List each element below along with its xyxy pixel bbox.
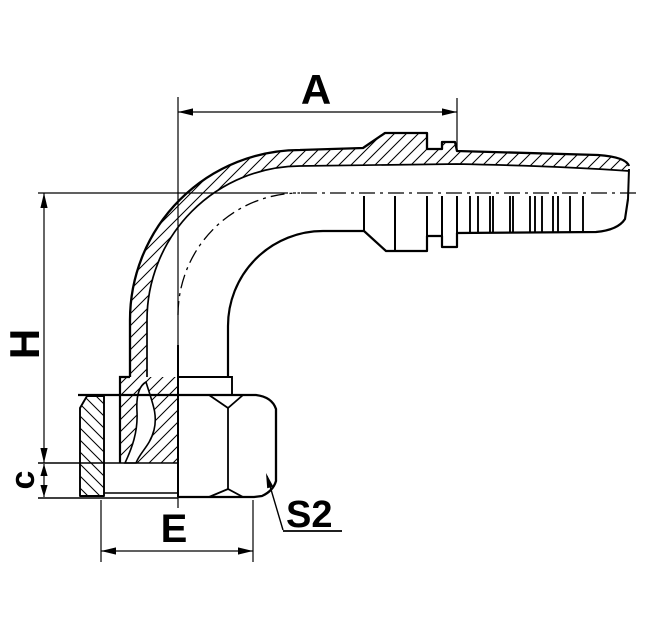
socket-edges [363,196,458,251]
arrowhead-right [238,547,253,555]
arrowhead-left [101,547,116,555]
bend-centerline-arc [177,192,301,316]
label-S2: S2 [266,473,342,536]
dimension-E: E [100,500,254,562]
arrowhead-bottom [40,485,48,497]
seat-band [38,462,178,499]
body-outer-profile [128,131,631,377]
leader-arrowhead [266,473,274,489]
hose-tail-end-face [627,168,630,200]
nut-hex-facets [208,394,244,498]
nut-section-hatch [79,395,105,497]
body-bore-top-line [146,163,630,377]
body-lower-profile [226,198,630,377]
dim-a-label: A [301,66,331,113]
body-section-hatch [130,133,629,377]
dim-e-label: E [161,507,188,551]
leg-outer-edge [118,375,130,463]
barb-ridges [469,196,584,233]
dim-h-label: H [1,329,48,359]
nut-outline [78,393,278,499]
arrowhead-top [40,464,48,476]
dimension-A: A [177,66,458,345]
hex-nut [78,376,278,499]
arrowhead-right [442,108,457,116]
arrowhead-top [40,193,48,208]
arrowhead-left [178,108,193,116]
centerlines [38,192,636,316]
dim-c-label: c [4,471,42,490]
arrowhead-bottom [40,448,48,463]
dimension-c: c [4,464,48,497]
nut-washer [178,376,233,395]
fitting-body [38,131,631,508]
dimension-H: H [1,193,48,463]
dim-s2-label: S2 [286,494,332,536]
